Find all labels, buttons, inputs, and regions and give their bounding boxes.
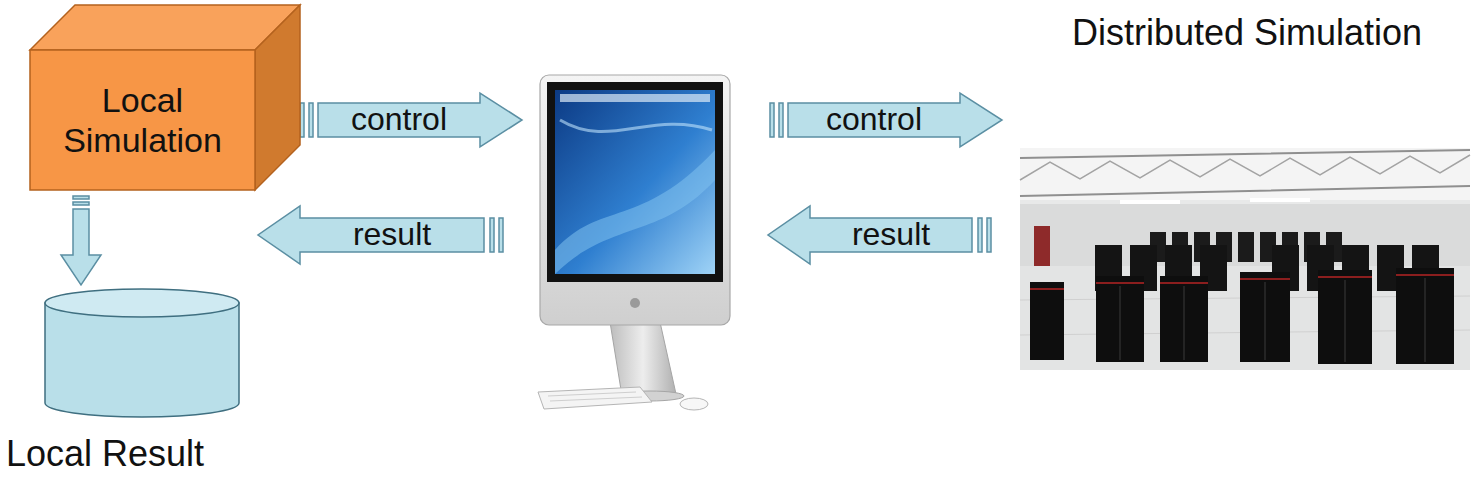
- computer-stand: [610, 322, 676, 396]
- cabinet-trim: [1030, 274, 1454, 290]
- screen-border: [547, 82, 723, 282]
- cabinet-row: [1030, 268, 1454, 364]
- keyboard: [538, 387, 652, 409]
- left-block-arrow: [258, 206, 484, 264]
- screen-swirl: [560, 120, 712, 132]
- box-label: Local Simulation: [30, 70, 255, 170]
- photo-panel: Distributed Simulation: [1020, 8, 1474, 372]
- box-front-face: [30, 50, 255, 190]
- ceiling: [1020, 148, 1470, 200]
- supercomputer-photo: [1020, 148, 1470, 370]
- box-top-face: [30, 5, 300, 50]
- store-label: Local Result: [0, 433, 268, 475]
- computer-bezel: [540, 75, 730, 325]
- keyboard-keys: [548, 392, 642, 401]
- arrow-stripe: [73, 202, 89, 205]
- arrow-stripe: [73, 196, 89, 199]
- photo-ground: [1020, 148, 1470, 370]
- cabinet-edge: [1120, 278, 1425, 362]
- left-block-arrow: [768, 206, 972, 264]
- cylinder-top: [45, 289, 239, 317]
- block-arrow: [300, 93, 522, 147]
- right-block-arrow: [788, 93, 1002, 147]
- block-arrow: [258, 206, 503, 264]
- ceiling-beam: [1020, 150, 1470, 196]
- simulation-box: Local Simulation: [30, 5, 300, 190]
- arrow-stripe: [499, 218, 503, 252]
- block-arrow: [770, 93, 1002, 147]
- arrow-label: control: [319, 103, 479, 137]
- panel-heading: Distributed Simulation: [1020, 8, 1474, 54]
- result-cylinder: Local Result: [0, 285, 268, 475]
- arrow-stripe: [490, 218, 494, 252]
- block-arrow: [768, 206, 991, 264]
- ceiling-light: [1120, 200, 1180, 204]
- arrow-stripe: [987, 218, 991, 252]
- computer-icon: [538, 75, 730, 410]
- screen-swirl: [555, 150, 715, 274]
- mouse: [680, 398, 708, 410]
- logo-mark: [630, 298, 640, 308]
- computer-screen: [555, 90, 715, 274]
- menu-bar: [560, 94, 710, 102]
- arrow-stripe: [779, 103, 783, 137]
- arrow-label: control: [789, 103, 959, 137]
- block-connector: [61, 196, 101, 285]
- arrow-stripe: [770, 103, 774, 137]
- arrow-stripe: [309, 103, 313, 137]
- floor: [1020, 266, 1470, 370]
- ceiling-truss: [1020, 155, 1470, 180]
- box-side-face: [255, 5, 300, 190]
- right-block-arrow: [318, 93, 522, 147]
- connector-arrow: [61, 209, 101, 285]
- arrow-label: result: [302, 218, 482, 252]
- ceiling-light: [1250, 198, 1310, 202]
- arrow-label: result: [811, 218, 971, 252]
- red-door: [1034, 226, 1050, 266]
- arrow-stripe: [978, 218, 982, 252]
- cylinder-body: [45, 303, 239, 417]
- cylinder-shape: [0, 285, 260, 425]
